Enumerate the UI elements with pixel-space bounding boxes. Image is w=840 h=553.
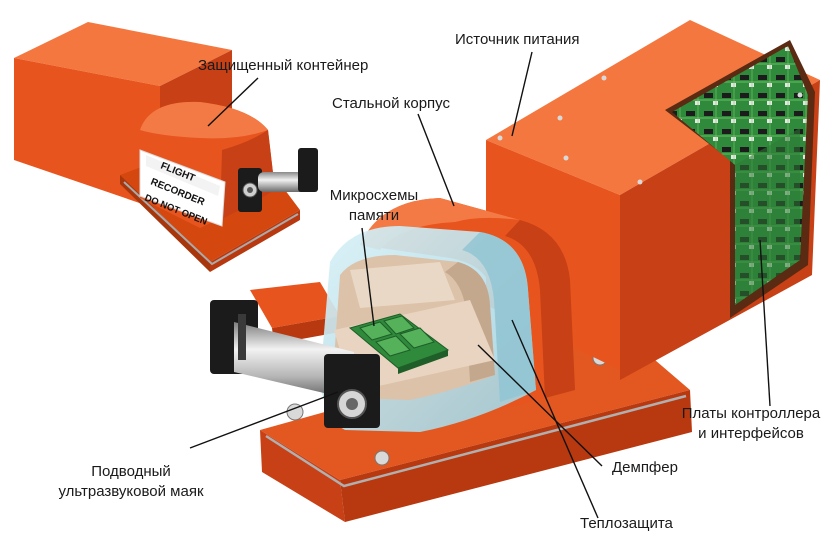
label-beacon-line-1: Подводный bbox=[91, 463, 171, 480]
label-beacon: Подводный ультразвуковой маяк bbox=[32, 462, 230, 502]
label-power-supply: Источник питания bbox=[455, 31, 580, 48]
leader-beacon bbox=[189, 391, 339, 449]
label-memory-chips-line-2: памяти bbox=[348, 207, 400, 224]
label-damper: Демпфер bbox=[612, 459, 678, 476]
underwater-beacon bbox=[210, 300, 380, 428]
label-controller-boards-line-1: Платы контроллера bbox=[681, 405, 821, 422]
leader-controller-boards bbox=[759, 239, 771, 407]
label-thermal-protection: Теплозащита bbox=[580, 515, 673, 532]
label-memory-chips-line-1: Микросхемы bbox=[329, 187, 419, 204]
leader-lines bbox=[189, 51, 771, 519]
label-beacon-line-2: ультразвуковой маяк bbox=[58, 483, 204, 500]
leader-thermal-protection bbox=[511, 319, 599, 519]
leader-damper bbox=[477, 344, 603, 467]
label-controller-boards-line-2: и интерфейсов bbox=[698, 425, 804, 442]
memory-chips-board bbox=[348, 313, 450, 374]
small-protected-container: FLIGHT RECORDER DO NOT OPEN bbox=[139, 101, 318, 228]
leader-protected-container bbox=[207, 77, 259, 127]
label-steel-case: Стальной корпус bbox=[332, 95, 450, 112]
label-controller-boards: Платы контроллера и интерфейсов bbox=[668, 404, 834, 444]
label-protected-container: Защищенный контейнер bbox=[198, 57, 369, 74]
leader-memory-chips bbox=[361, 227, 375, 327]
leader-steel-case bbox=[417, 113, 455, 207]
leader-power-supply bbox=[511, 51, 533, 137]
label-memory-chips: Микросхемы памяти bbox=[316, 186, 432, 226]
